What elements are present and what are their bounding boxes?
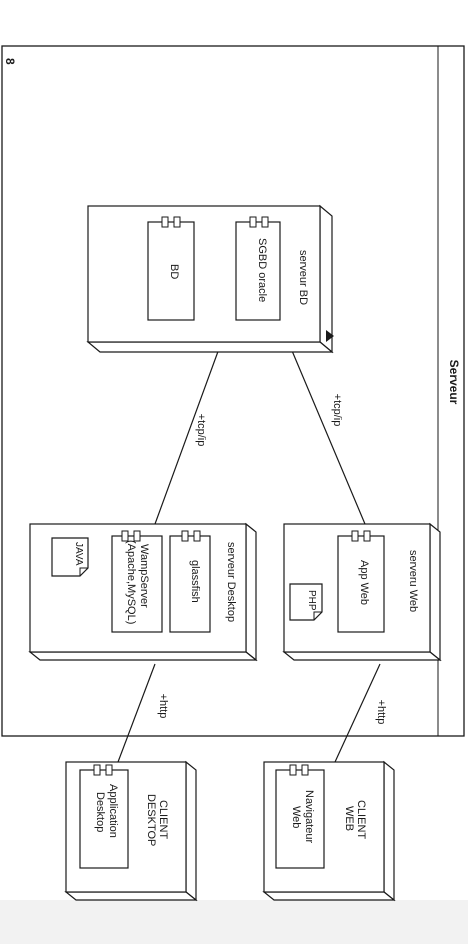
node-title-line2: DESKTOP [145, 794, 157, 846]
connection-client-web [334, 663, 381, 763]
component-tab [105, 764, 113, 776]
connection-client-desktop-label: +http [157, 694, 169, 719]
component-tab [249, 216, 257, 228]
connection-web-bd [289, 345, 366, 525]
component-label: BD [168, 264, 180, 279]
component-box [169, 535, 211, 633]
diagram-background [0, 0, 468, 900]
component-label-line2: (Apache,MySQL) [125, 540, 137, 624]
component-tab [301, 764, 309, 776]
frame-box [1, 45, 465, 737]
component-box [275, 769, 325, 869]
component-tab [363, 530, 371, 542]
component-wampserver: WampServer (Apache,MySQL) [111, 530, 163, 633]
component-tab [351, 530, 359, 542]
component-app-web: App Web [337, 530, 385, 633]
node-client-web: CLIENT WEB Navigateur Web [262, 760, 396, 902]
node-client-desktop: CLIENT DESKTOP Application Desktop [64, 760, 198, 902]
component-box [337, 535, 385, 633]
component-label-line1: Navigateur [303, 790, 315, 844]
document-icon [51, 537, 89, 577]
node-3d-top [185, 760, 197, 902]
component-tab [181, 530, 189, 542]
component-bd: BD [147, 216, 195, 321]
node-3d-side [262, 891, 396, 901]
connection-web-bd-label: +tcp/ip [331, 394, 343, 427]
component-sgbd-oracle: SGBD oracle [235, 216, 281, 321]
node-3d-top [429, 522, 441, 662]
artifact-label: PHP [306, 590, 317, 611]
connection-desktop-bd [154, 345, 221, 525]
node-title: serveru Web [407, 550, 419, 612]
connection-desktop-bd-label: +tcp/ip [195, 414, 207, 447]
node-title-line1: CLIENT [355, 800, 367, 839]
component-tab [261, 216, 269, 228]
artifact-java: JAVA [51, 537, 89, 577]
connection-client-desktop [117, 663, 156, 763]
component-label-line2: Desktop [94, 792, 106, 832]
document-fold-icon [313, 611, 322, 620]
node-3d-side [28, 651, 258, 661]
component-tab [289, 764, 297, 776]
document-fold-icon [79, 567, 88, 576]
document-icon [289, 583, 323, 621]
component-tab [133, 530, 141, 542]
node-3d-top [245, 522, 257, 662]
connections [117, 345, 381, 763]
connection-client-web-label: +http [375, 700, 387, 725]
node-serveur-web: serveru Web App Web PHP [282, 522, 442, 662]
component-tab [93, 764, 101, 776]
component-navigateur-web: Navigateur Web [275, 764, 325, 869]
component-box [111, 535, 163, 633]
node-title-line2: WEB [343, 806, 355, 831]
node-3d-side [86, 341, 334, 353]
arrowhead-icon [326, 330, 334, 342]
component-label-line1: WampServer [138, 544, 150, 608]
component-application-desktop: Application Desktop [79, 764, 129, 869]
artifact-php: PHP [289, 583, 323, 621]
frame-corner-mark: 8 [3, 58, 17, 65]
node-body [87, 205, 321, 343]
node-3d-side [64, 891, 198, 901]
node-title: serveur BD [297, 250, 309, 305]
component-label-line2: Web [290, 806, 302, 828]
component-label-line1: Application [107, 784, 119, 838]
node-title: serveur Desktop [225, 542, 237, 622]
component-tab [193, 530, 201, 542]
component-box [147, 221, 195, 321]
frame-label: Serveur [447, 360, 461, 405]
node-title-line1: CLIENT [157, 800, 169, 839]
node-3d-top [383, 760, 395, 902]
component-glassfish: glassfish [169, 530, 211, 633]
component-label: SGBD oracle [256, 238, 268, 302]
artifact-label: JAVA [73, 542, 84, 566]
node-3d-side [282, 651, 442, 661]
node-serveur-bd: serveur BD SGBD oracle BD [86, 204, 334, 354]
component-label: App Web [358, 560, 370, 605]
node-serveur-desktop: serveur Desktop glassfish WampServer (Ap… [28, 522, 258, 662]
component-box [79, 769, 129, 869]
component-label: glassfish [189, 560, 201, 603]
component-box [235, 221, 281, 321]
component-tab [121, 530, 129, 542]
component-tab [161, 216, 169, 228]
component-tab [173, 216, 181, 228]
